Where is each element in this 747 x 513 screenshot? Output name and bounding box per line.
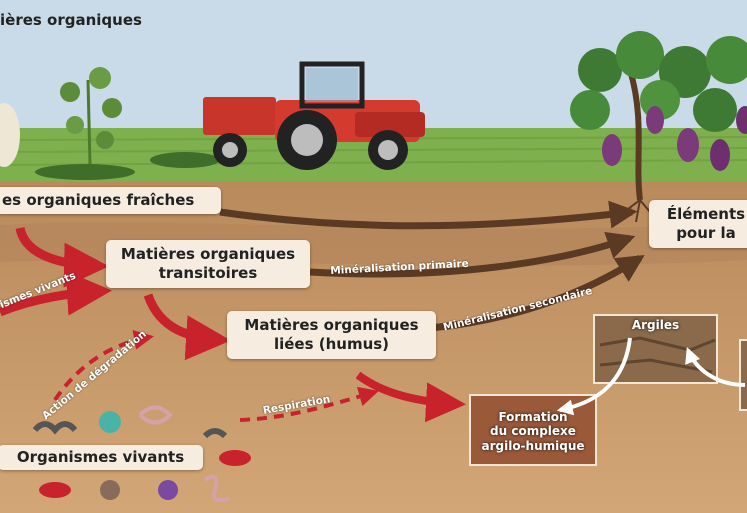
arrow-clays-to-complex (556, 337, 632, 416)
transitory-line1: Matières organiques (120, 245, 296, 263)
elements-line2: pour la (676, 223, 736, 242)
transitory-organic-matter-label: Matières organiques transitoires (106, 240, 310, 288)
residue (35, 164, 135, 180)
arrow-right-to-clays (685, 347, 746, 387)
sheep (0, 103, 20, 167)
living-organisms-label: Organismes vivants (0, 445, 203, 470)
bound-line2: liées (humus) (273, 334, 390, 353)
residue (150, 152, 220, 168)
clays-box-label: Argiles (631, 318, 680, 332)
bound-organic-matter-label: Matières organiques liées (humus) (227, 311, 436, 359)
organisms-label-text: Organismes vivants (16, 448, 185, 466)
soil-organisms (32, 405, 251, 503)
bound-line1: Matières organiques (244, 316, 419, 334)
page-title: ières organiques (0, 11, 142, 29)
arrow-living-to-transitory (0, 270, 112, 317)
complex-box-label: Formation du complexe argilo-humique (470, 410, 596, 453)
arrow-respiration (239, 386, 379, 422)
grapevine (570, 31, 747, 223)
mineralisation-arrow-fresh (219, 200, 638, 230)
arrow-transitory-to-bound (143, 293, 231, 361)
arrow-fresh-to-transitory (15, 226, 109, 288)
complex-line2: du complexe (490, 424, 576, 439)
fresh-label-text: es organiques fraîches (2, 191, 195, 209)
complex-line3: argilo-humique (481, 438, 585, 453)
tractor (203, 61, 425, 170)
elements-label: Éléments pour la (649, 200, 747, 248)
clover-plant (60, 67, 122, 166)
mineralisation-arrow-primary (309, 232, 636, 278)
arrow-bound-to-complex (355, 371, 466, 423)
fresh-organic-matter-label: es organiques fraîches (0, 187, 221, 214)
transitory-line2: transitoires (158, 263, 258, 282)
elements-line1: Éléments (666, 205, 746, 223)
mineralisation-arrow-secondary (429, 254, 645, 332)
complex-line1: Formation (498, 410, 568, 424)
arrow-degradation (53, 329, 154, 402)
